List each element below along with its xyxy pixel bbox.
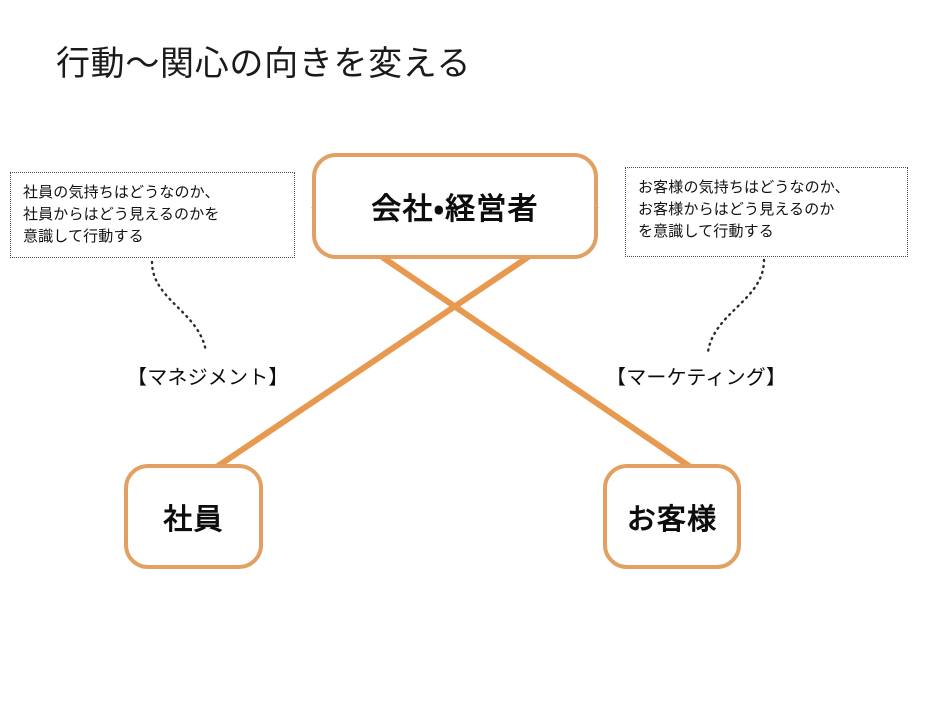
callout-employee: 社員の気持ちはどうなのか、 社員からはどう見えるのかを 意識して行動する — [10, 172, 295, 258]
label-management: 【マネジメント】 — [127, 367, 289, 389]
label-marketing: 【マーケティング】 — [606, 367, 787, 389]
node-company[interactable]: 会社・経営者 — [312, 153, 598, 259]
callout-employee-line-3: 意識して行動する — [23, 228, 144, 246]
node-employee[interactable]: 社員 — [124, 464, 263, 569]
node-company-label: 会社・経営者 — [371, 193, 539, 226]
leader-line-marketing — [706, 258, 766, 354]
node-customer[interactable]: お客様 — [603, 464, 741, 569]
page-title: 行動〜関心の向きを変える — [56, 45, 472, 83]
node-customer-label: お客様 — [626, 503, 718, 536]
callout-employee-line-2: 社員からはどう見えるのかを — [23, 206, 220, 224]
callout-customer-line-1: お客様の気持ちはどうなのか、 — [638, 179, 850, 196]
callout-customer-line-3: を意識して行動する — [638, 223, 774, 241]
callout-customer: お客様の気持ちはどうなのか、 お客様からはどう見えるのか を意識して行動する — [625, 167, 908, 257]
node-employee-label: 社員 — [163, 503, 224, 536]
leader-line-management — [150, 260, 208, 354]
callout-customer-line-2: お客様からはどう見えるのか — [638, 201, 835, 219]
callout-employee-line-1: 社員の気持ちはどうなのか、 — [23, 184, 220, 201]
